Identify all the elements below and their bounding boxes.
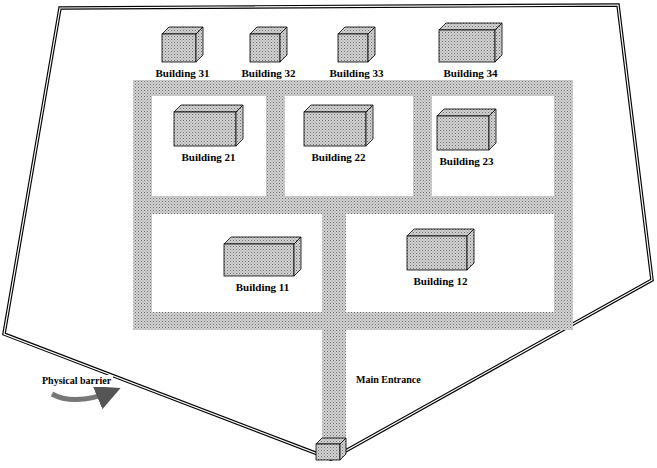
building: Building 34 [438, 22, 503, 80]
building-label: Building 32 [240, 67, 296, 80]
building-block [406, 228, 475, 271]
entrance-road [322, 330, 346, 445]
building-block [249, 26, 288, 63]
building: Building 33 [328, 26, 385, 80]
building: Building 12 [406, 228, 475, 288]
building-label: Building 22 [310, 151, 366, 164]
building: Building 23 [436, 108, 497, 168]
building-label: Building 11 [235, 281, 291, 294]
building: Building 21 [173, 104, 244, 164]
building: Building 11 [223, 236, 302, 294]
building-label: Building 34 [442, 67, 498, 80]
lot [285, 96, 413, 196]
building-block [173, 104, 244, 147]
pointer-arrow [52, 390, 116, 400]
lot [346, 214, 554, 312]
building-label: Building 21 [180, 151, 236, 164]
entrance-label: Main Entrance [354, 374, 423, 386]
lot [432, 96, 554, 196]
lot [152, 214, 322, 312]
building-block [223, 236, 302, 277]
building-label: Building 23 [438, 155, 494, 168]
building-block [161, 26, 204, 63]
barrier-outline [4, 5, 652, 459]
road-network [133, 80, 573, 330]
lot [152, 96, 266, 196]
building-block [438, 22, 503, 63]
building: Building 32 [240, 26, 297, 80]
gate-house [316, 438, 346, 460]
barrier-label: Physical barrier [40, 375, 113, 387]
barrier-inner-line [4, 5, 652, 459]
building: Building 31 [154, 26, 211, 80]
building-label: Building 33 [328, 67, 384, 80]
building-label: Building 31 [154, 67, 210, 80]
building: Building 22 [303, 104, 374, 164]
building-block [303, 104, 374, 147]
building-label: Building 12 [412, 275, 468, 288]
building-block [337, 26, 376, 63]
building-block [436, 108, 497, 151]
